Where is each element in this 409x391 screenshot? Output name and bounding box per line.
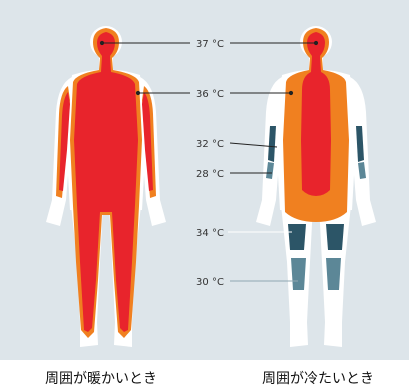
cold-right-thigh-zone-32 xyxy=(326,224,344,250)
caption-warm: 周囲が暖かいとき xyxy=(45,371,157,387)
temp-label-37: 37 °C xyxy=(196,39,224,50)
temp-label-28: 28 °C xyxy=(196,169,224,180)
cold-left-calf-zone-28 xyxy=(291,258,306,290)
temp-label-30: 30 °C xyxy=(196,277,224,288)
temp-label-34: 34 °C xyxy=(196,228,224,239)
cold-left-thigh-zone-32 xyxy=(288,224,306,250)
dot-36-cold xyxy=(289,91,292,94)
dot-36-warm xyxy=(136,91,139,94)
cold-right-calf-zone-28 xyxy=(326,258,341,290)
dot-37-warm xyxy=(100,41,103,44)
dot-37-cold xyxy=(314,41,317,44)
temp-label-32: 32 °C xyxy=(196,139,224,150)
temp-label-36: 36 °C xyxy=(196,89,224,100)
caption-cold: 周囲が冷たいとき xyxy=(262,371,374,387)
